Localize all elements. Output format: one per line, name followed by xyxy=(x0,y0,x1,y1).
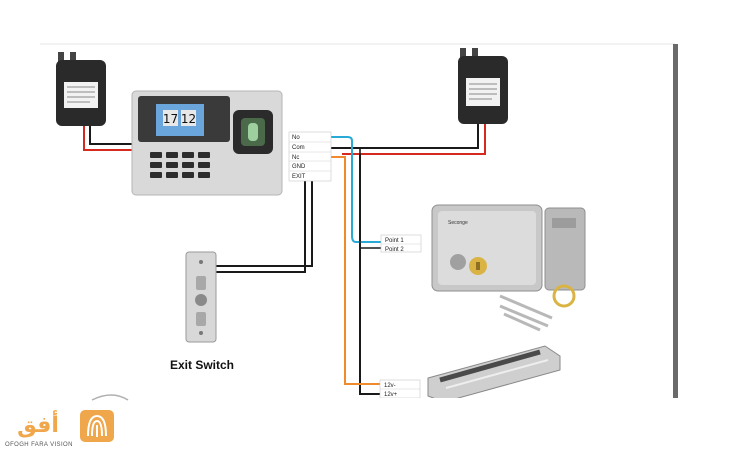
keypad xyxy=(150,152,210,178)
wires xyxy=(80,123,486,395)
exit-switch: Exit Switch xyxy=(170,251,234,372)
electric-rim-lock: Seconge xyxy=(431,204,586,332)
bottom-band xyxy=(0,398,750,450)
exit-wire-exit xyxy=(214,176,306,273)
keys xyxy=(499,294,553,332)
left-adapter-black-wire xyxy=(80,123,132,145)
maglock-terminal-plus: 12v+ xyxy=(384,392,398,398)
power-adapter-left xyxy=(56,52,106,126)
clock-hours: 17 xyxy=(163,112,178,126)
clock-minutes: 12 xyxy=(181,112,196,126)
right-adapter-red-wire xyxy=(342,124,486,155)
ofogh-logo: أفق OFOGH FARA VISION xyxy=(5,409,114,448)
fingerprint-terminal: 17 12 xyxy=(131,90,283,196)
lock-point-block: Point 1 Point 2 xyxy=(380,234,422,253)
terminal-gnd: GND xyxy=(292,164,306,170)
decorative-arc xyxy=(91,394,129,401)
logo-arabic-text: أفق xyxy=(17,409,59,438)
maglock-terminal-minus: 12v- xyxy=(384,383,396,389)
adapter-label xyxy=(466,78,500,106)
maglock-orange-wire xyxy=(330,156,382,385)
terminal-block: No Com Nc GND EXIT xyxy=(288,131,332,182)
exit-push-button xyxy=(195,294,207,306)
lock-point-1: Point 1 xyxy=(385,238,404,244)
key-ring xyxy=(552,284,576,308)
exit-wire-gnd xyxy=(214,166,313,267)
maglock-black-wire xyxy=(359,154,382,395)
exit-switch-label: Exit Switch xyxy=(170,358,234,372)
adapter-label xyxy=(64,82,98,108)
lock-black-wire xyxy=(359,148,382,249)
lock-blue-wire xyxy=(330,136,382,243)
terminal-exit: EXIT xyxy=(292,174,306,180)
terminal-com: Com xyxy=(292,145,305,151)
magnetic-lock xyxy=(427,345,561,403)
maglock-terminal-block: 12v- 12v+ xyxy=(379,379,421,399)
frame-right-bar xyxy=(673,44,678,399)
power-adapter-right xyxy=(458,48,508,124)
right-adapter-black-wire xyxy=(330,124,479,149)
lock-brand: Seconge xyxy=(448,220,468,226)
left-adapter-red-wire xyxy=(83,124,132,151)
logo-latin-text: OFOGH FARA VISION xyxy=(5,442,73,448)
terminal-nc: Nc xyxy=(292,155,299,161)
terminal-no: No xyxy=(292,135,300,141)
lock-point-2: Point 2 xyxy=(385,247,404,253)
